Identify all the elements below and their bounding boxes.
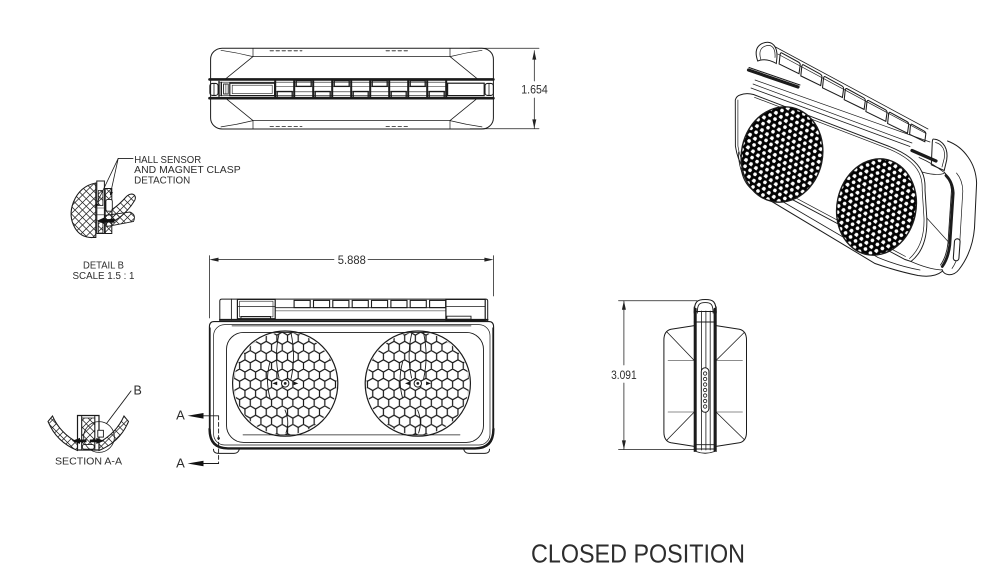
svg-text:SECTION A-A: SECTION A-A	[55, 457, 122, 468]
svg-text:A: A	[176, 456, 185, 471]
svg-text:5.888: 5.888	[338, 255, 366, 267]
svg-text:A: A	[176, 408, 185, 423]
svg-text:DETAIL B: DETAIL B	[83, 260, 124, 271]
svg-text:CLOSED POSITION: CLOSED POSITION	[531, 539, 745, 569]
svg-text:3.091: 3.091	[611, 370, 637, 382]
svg-text:HALL SENSOR: HALL SENSOR	[134, 155, 201, 166]
svg-text:SCALE 1.5 : 1: SCALE 1.5 : 1	[73, 271, 135, 282]
svg-text:1.654: 1.654	[521, 85, 548, 97]
svg-text:AND MAGNET CLASP: AND MAGNET CLASP	[134, 165, 241, 176]
svg-text:DETACTION: DETACTION	[134, 175, 190, 186]
svg-text:B: B	[134, 384, 142, 398]
